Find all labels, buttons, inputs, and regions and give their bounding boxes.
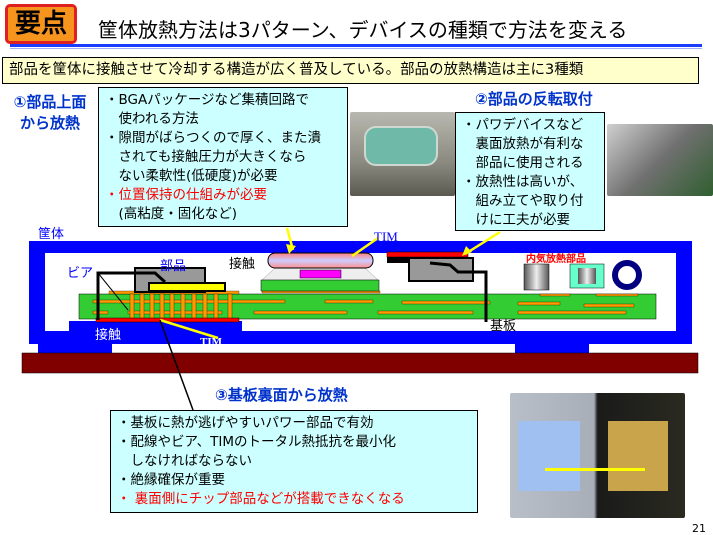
method1-heading-line1: ①部品上面 [13, 93, 87, 111]
capacitor [523, 263, 550, 291]
callout-line: ・基板に熱が逃げやすいパワー部品で有効 [117, 415, 374, 431]
top-tim-pad [267, 252, 374, 269]
callout-line: ・隙間がばらつくので厚く、また潰 [105, 130, 321, 146]
method3-heading: ③基板裏面から放熱 [215, 386, 348, 404]
callout-line: けに工夫が必要 [462, 212, 570, 228]
bga-tim-photo [350, 112, 455, 196]
via-pointer [97, 272, 129, 311]
mounting-base [21, 352, 699, 374]
callout-line: ・絶縁確保が重要 [117, 472, 225, 488]
label-contact-top: 接触 [229, 256, 255, 271]
toroid-coil [612, 260, 642, 290]
method2-callout: ・パワデバイスなど 裏面放熱が有利な 部品に使用される ・放熱性は高いが、 組み… [455, 112, 605, 231]
callout-line: 使われる方法 [105, 111, 199, 127]
via-lead [96, 271, 167, 320]
callout-line: 部品に使用される [462, 155, 584, 171]
tim-pad [364, 126, 438, 166]
callout-line: ・パワデバイスなど [462, 117, 584, 133]
callout-line: 裏面放熱が有利な [462, 136, 584, 152]
callout-line: しなければならない [117, 453, 252, 469]
title-underline [10, 44, 702, 47]
copper-area [608, 421, 668, 491]
method2-heading: ②部品の反転取付 [475, 90, 593, 108]
tim-sheet [518, 421, 580, 491]
bottom-contact-block [69, 321, 242, 333]
component-die [148, 282, 226, 292]
callout-line: ・BGAパッケージなど集積回路で [105, 92, 309, 108]
method1-heading: ①部品上面 から放熱 [4, 92, 96, 134]
pointer-lines [159, 227, 501, 340]
callout-line: 組み立てや取り付 [462, 193, 584, 209]
double-arrow-icon [545, 468, 645, 471]
circuit-board [78, 293, 657, 320]
enclosure-foot [515, 343, 589, 355]
label-board: 基板 [490, 318, 516, 333]
callout-line: ・配線やビア、TIMのトータル熱抵抗を最小化 [117, 434, 397, 450]
label-via: ビア [67, 265, 93, 280]
title-underline-thin [10, 48, 702, 49]
label-internal-parts: 内気放熱部品 [526, 252, 586, 265]
method1-callout: ・BGAパッケージなど集積回路で 使われる方法 ・隙間がばらつくので厚く、また潰… [98, 87, 348, 227]
inverted-component [408, 257, 474, 282]
summary-box: 部品を筐体に接触させて冷却する構造が広く普及している。部品の放熱構造は主に3種類 [2, 57, 699, 84]
page-number: 21 [692, 522, 706, 535]
label-tim-top: TIM [374, 229, 398, 244]
callout-line: ない柔軟性(低硬度)が必要 [105, 168, 278, 184]
label-contact-bottom: 接触 [95, 327, 121, 342]
right-tim [386, 251, 469, 258]
board-backside-photo [510, 393, 685, 518]
callout-line: (高粘度・固化など) [105, 206, 238, 222]
bga-package [260, 267, 380, 292]
callout-line: されても接触圧力が大きくなら [105, 149, 307, 165]
label-component: 部品 [160, 258, 186, 273]
method3-callout: ・基板に熱が逃げやすいパワー部品で有効 ・配線やビア、TIMのトータル熱抵抗を最… [110, 410, 478, 513]
enclosure-foot [38, 343, 112, 355]
component-lead [429, 261, 488, 322]
label-tim-bottom: TIM [200, 336, 223, 348]
method3-pointer [159, 319, 194, 411]
slide-title: 筐体放熱方法は3パターン、デバイスの種類で方法を変える [98, 18, 628, 42]
thermal-vias [129, 293, 233, 320]
method1-heading-line2: から放熱 [19, 114, 80, 132]
callout-warning-line: ・位置保持の仕組みが必要 [105, 187, 267, 203]
label-enclosure: 筐体 [38, 226, 64, 241]
power-device-photo [607, 124, 713, 196]
cross-section-diagram: 筐体 ビア 部品 接触 TIM 内気放熱部品 基板 接触 TIM [21, 226, 699, 411]
key-point-badge: 要点 [5, 4, 77, 44]
inductor-core [578, 268, 596, 284]
callout-line: ・放熱性は高いが、 [462, 174, 584, 190]
callout-warning-line: ・ 裏面側にチップ部品などが搭載できなくなる [117, 491, 405, 507]
